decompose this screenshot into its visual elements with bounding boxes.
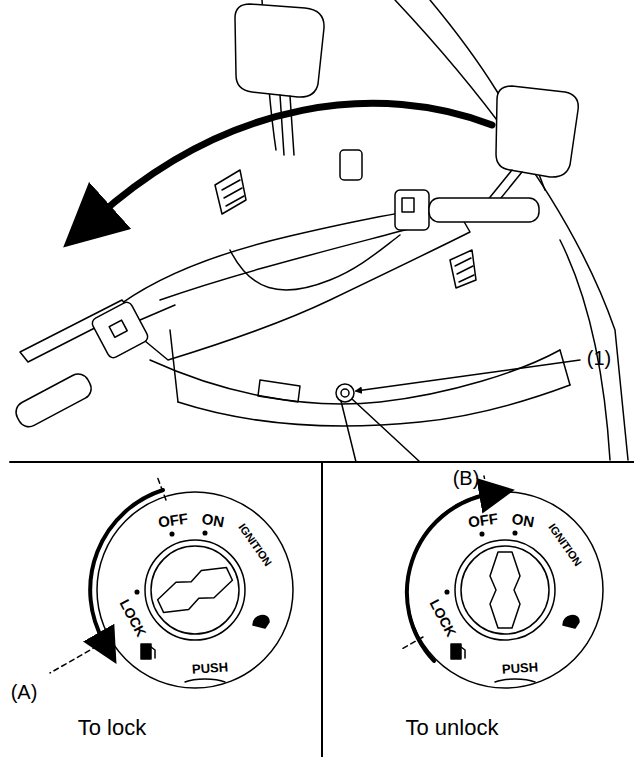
caption-text: To lock bbox=[78, 717, 146, 739]
switch-marking: IGNITION bbox=[546, 522, 583, 568]
switch-marking: LOCK bbox=[118, 597, 149, 639]
callout-label: (1) bbox=[587, 348, 611, 368]
switch-marking: PUSH bbox=[192, 660, 229, 675]
switch-marking: LOCK bbox=[428, 597, 459, 639]
switch-marking: OFF bbox=[157, 510, 189, 529]
switch-marking: OFF bbox=[467, 510, 499, 529]
switch-marking: PUSH bbox=[502, 660, 539, 675]
caption-text: To unlock bbox=[406, 717, 499, 739]
callout-label: (A) bbox=[11, 682, 38, 702]
callout-label: (B) bbox=[453, 468, 480, 488]
switch-marking: ON bbox=[201, 511, 226, 530]
switch-marking: IGNITION bbox=[236, 522, 273, 568]
switch-marking: ON bbox=[511, 511, 536, 530]
